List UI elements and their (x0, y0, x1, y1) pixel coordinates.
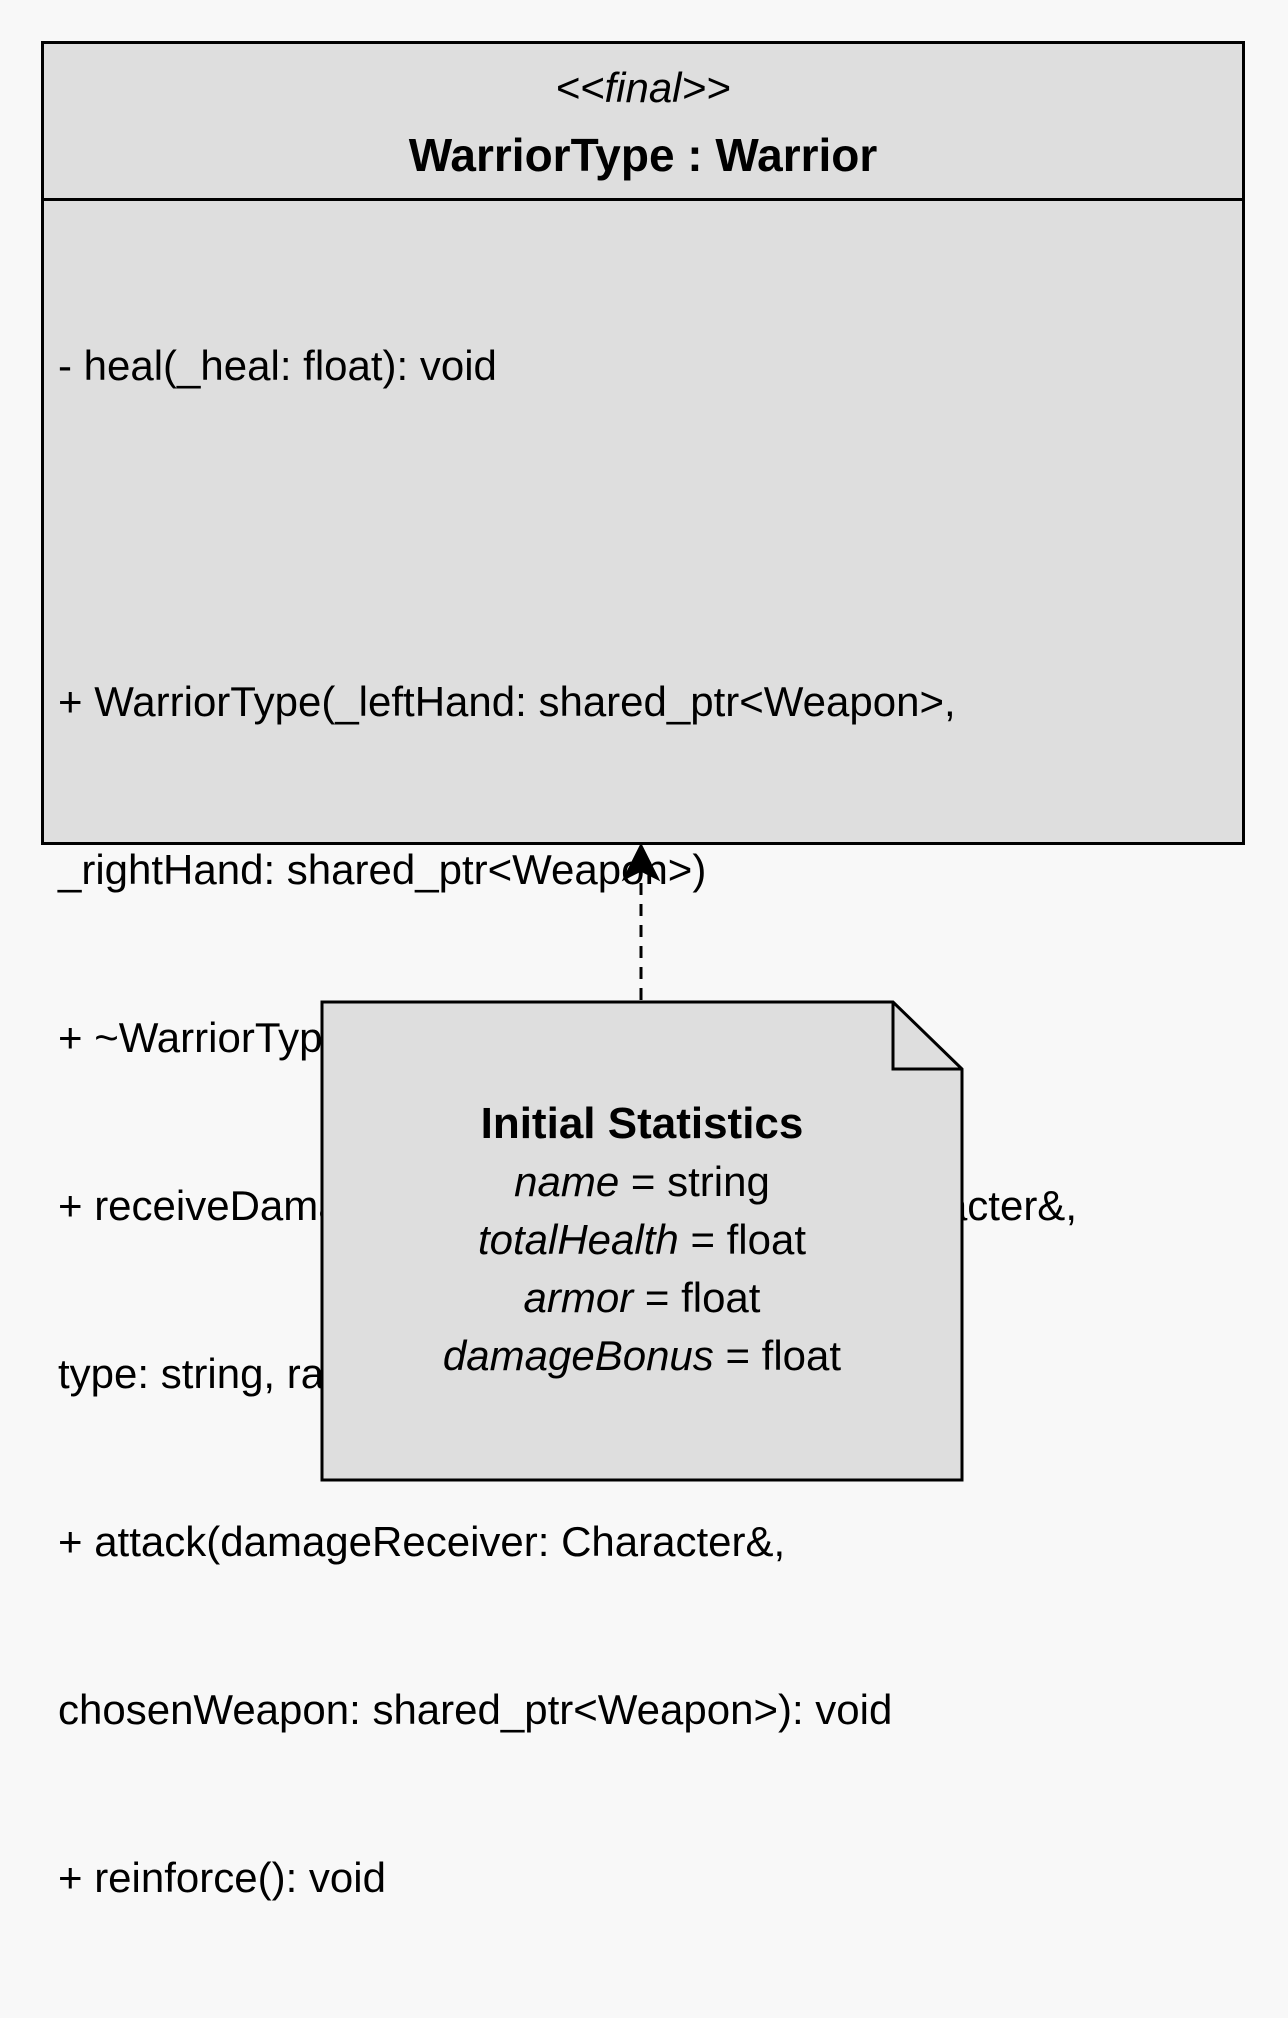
method-line: + WarriorType(_leftHand: shared_ptr<Weap… (58, 678, 956, 725)
field-type: = string (630, 1158, 770, 1205)
class-stereotype: <<final>> (555, 64, 731, 111)
note-folded-corner (891, 1002, 962, 1071)
class-name: WarriorType : Warrior (408, 129, 878, 181)
field-type: = float (725, 1332, 842, 1379)
note-title: Initial Statistics (480, 1099, 804, 1148)
field-name: totalHealth (477, 1216, 679, 1263)
field-name: armor (523, 1274, 634, 1321)
class-header: <<final>> WarriorType : Warrior (44, 44, 1242, 201)
note-field: name = string (322, 1153, 962, 1211)
field-type: = float (690, 1216, 807, 1263)
note-shape[interactable] (0, 0, 1288, 1528)
note-field: totalHealth = float (322, 1211, 962, 1269)
method-line: - heal(_heal: float): void (58, 342, 497, 389)
note-field: damageBonus = float (322, 1327, 962, 1385)
field-name: damageBonus (442, 1332, 714, 1379)
note-content: Initial Statistics name = string totalHe… (322, 1095, 962, 1385)
field-type: = float (644, 1274, 761, 1321)
field-name: name (514, 1158, 620, 1205)
method-line: + reinforce(): void (58, 1854, 386, 1901)
note-body (320, 1000, 964, 1482)
method-line: chosenWeapon: shared_ptr<Weapon>): void (58, 1686, 893, 1733)
note-field: armor = float (322, 1269, 962, 1327)
